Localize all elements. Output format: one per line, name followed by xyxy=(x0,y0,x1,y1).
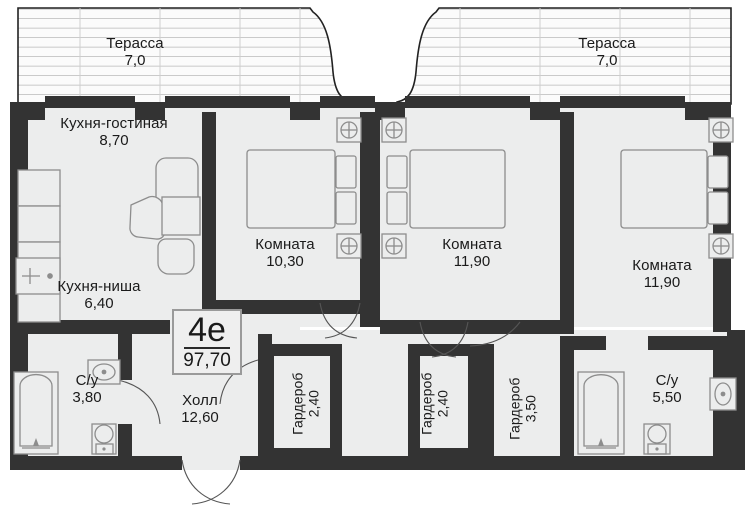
chair xyxy=(157,238,195,275)
bed-double-11-90-mid xyxy=(386,149,506,229)
terrace-right-area xyxy=(396,7,732,105)
nightstand-lamp-bottom-mid xyxy=(381,233,407,259)
kitchen-sink xyxy=(15,257,61,295)
kitchen-cabinet-run xyxy=(17,169,61,323)
washbasin-left xyxy=(87,359,121,385)
nightstand-lamp-top-right xyxy=(708,117,734,143)
furniture xyxy=(13,117,737,455)
dining-table xyxy=(161,196,201,236)
nightstand-lamp-top-10-30 xyxy=(336,117,362,143)
bed-double-11-90-right xyxy=(620,149,729,229)
nightstand-lamp-top-mid xyxy=(381,117,407,143)
total-area-label: 97,70 xyxy=(183,350,231,372)
sofa-small xyxy=(155,157,199,203)
rooms-count-label: 4e xyxy=(188,310,226,349)
bed-double-10-30 xyxy=(246,149,357,229)
toilet-right xyxy=(643,423,671,455)
terrace-left-area xyxy=(17,7,353,105)
toilet-left xyxy=(91,423,117,455)
nightstand-lamp-bottom-10-30 xyxy=(336,233,362,259)
washbasin-right xyxy=(709,377,737,411)
badge-divider xyxy=(183,347,231,350)
apartment-total-badge: 4e 97,70 xyxy=(172,309,242,375)
bathtub-left xyxy=(13,371,59,455)
nightstand-lamp-bottom-right xyxy=(708,233,734,259)
door-swings xyxy=(117,302,521,505)
bathtub-right xyxy=(577,371,625,455)
armchair xyxy=(129,195,166,240)
